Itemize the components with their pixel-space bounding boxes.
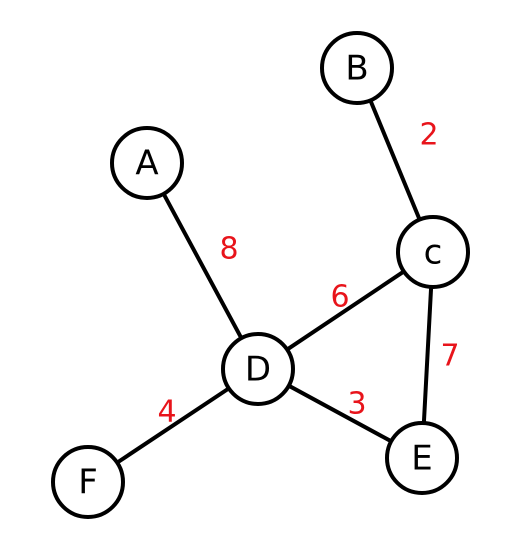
edge-weight-a-d: 8	[219, 232, 238, 267]
node-circle-d	[221, 332, 295, 406]
edge-d-f	[115, 386, 231, 465]
edge-a-d	[161, 191, 244, 341]
edge-weight-d-f: 4	[157, 395, 176, 430]
edge-weight-c-e: 7	[440, 339, 459, 374]
nodes-layer: A BcD E F	[51, 31, 470, 519]
node-a: A	[110, 126, 184, 200]
edge-c-d	[285, 269, 406, 352]
edge-b-c	[368, 98, 422, 222]
node-circle-b	[320, 31, 394, 105]
node-label-c: c	[424, 233, 443, 273]
node-circle-c	[396, 215, 470, 289]
node-d: D	[221, 332, 295, 406]
node-b: B	[320, 31, 394, 105]
edge-weight-c-d: 6	[330, 280, 349, 315]
edge-weight-d-e: 3	[347, 387, 366, 422]
node-circle-e	[385, 421, 459, 495]
node-f: F	[51, 445, 125, 519]
node-circle-f	[51, 445, 125, 519]
edge-c-e	[421, 284, 434, 426]
node-label-a: A	[135, 144, 158, 184]
node-e: E	[385, 421, 459, 495]
node-label-f: F	[78, 463, 98, 503]
edge-d-e	[286, 383, 394, 444]
node-c: c	[396, 215, 470, 289]
node-circle-a	[110, 126, 184, 200]
edges-layer	[115, 98, 434, 465]
edge-weight-b-c: 2	[419, 118, 438, 153]
node-label-e: E	[411, 439, 432, 479]
node-label-d: D	[245, 350, 271, 390]
weights-layer: 8 2 6 7 3 4	[157, 118, 459, 430]
node-label-b: B	[345, 49, 368, 89]
